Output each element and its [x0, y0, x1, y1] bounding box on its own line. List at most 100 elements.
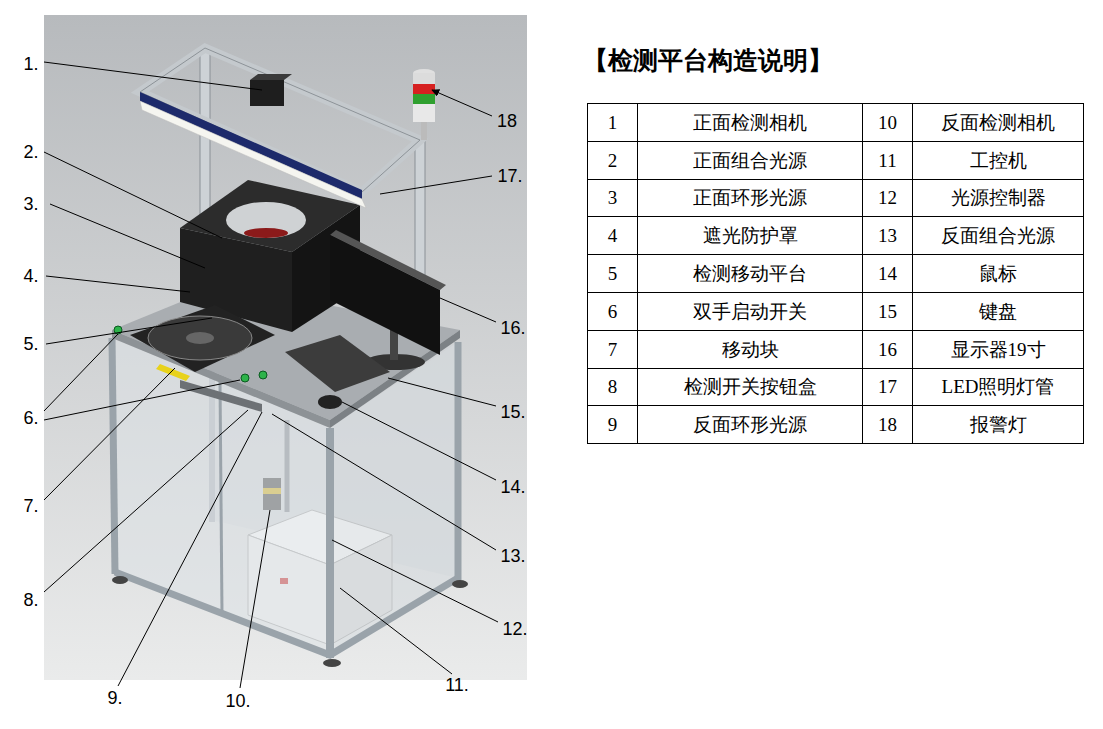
moving-platform [130, 305, 275, 372]
leader-line [50, 204, 205, 268]
table-cell: 键盘 [912, 292, 1084, 331]
table-cell: 反面组合光源 [912, 216, 1084, 255]
led-diffuser [140, 101, 366, 208]
table-cell: 15 [862, 292, 913, 331]
table-cell: 反面检测相机 [912, 103, 1084, 142]
leader-line [44, 152, 222, 238]
table-cell: 报警灯 [912, 405, 1084, 444]
table-cell: 7 [587, 330, 638, 369]
render-background [44, 15, 527, 680]
led-tube [140, 92, 362, 199]
top-camera [250, 80, 284, 106]
monitor-stand [390, 330, 398, 360]
table-cell: 遮光防护罩 [637, 216, 863, 255]
leader-line [46, 318, 212, 344]
table-cell: 14 [862, 254, 913, 293]
callout-number: 6. [23, 408, 38, 429]
table-cell: 9 [587, 405, 638, 444]
alarm-cap [413, 73, 435, 84]
callout-number: 18 [497, 111, 517, 132]
leader-line [342, 402, 496, 480]
callout-number: 15. [500, 402, 525, 423]
callout-number: 3. [23, 194, 38, 215]
leader-line [388, 378, 496, 406]
callout-number: 1. [23, 54, 38, 75]
table-cell: 1 [587, 103, 638, 142]
table-cell: 正面组合光源 [637, 141, 863, 180]
monitor-screen [330, 235, 440, 355]
leader-lines [44, 62, 498, 688]
callout-number: 12. [502, 619, 527, 640]
table-cell: 3 [587, 179, 638, 217]
table-cell: 11 [862, 141, 913, 180]
leader-line [46, 276, 190, 292]
table-cell: 反面环形光源 [637, 405, 863, 444]
table-cell: 工控机 [912, 141, 1084, 180]
table-cell: 5 [587, 254, 638, 293]
callout-number: 9. [107, 688, 122, 709]
alarm-body [413, 104, 435, 122]
start-button [259, 371, 267, 379]
moving-block [156, 364, 190, 381]
alarm-green [413, 94, 435, 104]
table-cell: 鼠标 [912, 254, 1084, 293]
leader-line [432, 90, 492, 116]
leader-line [44, 380, 240, 420]
leader-line [440, 298, 496, 322]
ring-light [244, 228, 288, 238]
caster [452, 580, 468, 588]
leader-line [380, 176, 492, 194]
table-cell: 8 [587, 368, 638, 406]
button-box [180, 380, 262, 412]
table-cell: 16 [862, 330, 913, 369]
leader-line [44, 368, 175, 500]
caster [323, 659, 341, 667]
table-cell: 10 [862, 103, 913, 142]
leader-line [340, 588, 452, 674]
table-cell: 正面检测相机 [637, 103, 863, 142]
leader-line [332, 540, 498, 622]
table-cell: 显示器19寸 [912, 330, 1084, 369]
title: 【检测平台构造说明】 [583, 44, 833, 77]
callout-number: 16. [500, 318, 525, 339]
shield-hole [226, 202, 306, 238]
alarm-red [413, 84, 435, 94]
callout-number: 17. [497, 166, 522, 187]
callout-number: 13. [500, 546, 525, 567]
callout-number: 7. [23, 496, 38, 517]
turntable [148, 316, 252, 360]
table-cell: 光源控制器 [912, 179, 1084, 217]
leader-line [44, 410, 248, 592]
frame-rail [115, 572, 458, 655]
leader-line [44, 62, 262, 90]
leader-line [44, 334, 118, 411]
table-cell: 13 [862, 216, 913, 255]
table-cell: 4 [587, 216, 638, 255]
callout-number: 11. [445, 675, 469, 696]
leader-line [118, 412, 262, 686]
leader-line [272, 414, 496, 550]
callout-number: 2. [23, 142, 38, 163]
start-button [241, 374, 249, 382]
door-seam [220, 382, 222, 614]
callout-number: 5. [23, 334, 38, 355]
keyboard [285, 335, 390, 392]
table-cell: 6 [587, 292, 638, 331]
table-cell: 12 [862, 179, 913, 217]
table-cell: 移动块 [637, 330, 863, 369]
leader-line [240, 510, 270, 688]
callout-number: 4. [23, 266, 38, 287]
table-cell: LED照明灯管 [912, 368, 1084, 406]
mouse [318, 395, 342, 409]
callout-number: 14. [500, 477, 525, 498]
frame-post [112, 338, 115, 574]
table-cell: 2 [587, 141, 638, 180]
table-cell: 正面环形光源 [637, 179, 863, 217]
caster [112, 576, 128, 584]
callout-number: 8. [23, 590, 38, 611]
table-cell: 双手启动开关 [637, 292, 863, 331]
alarm-post [421, 122, 427, 140]
table-cell: 18 [862, 405, 913, 444]
table-cell: 检测开关按钮盒 [637, 368, 863, 406]
